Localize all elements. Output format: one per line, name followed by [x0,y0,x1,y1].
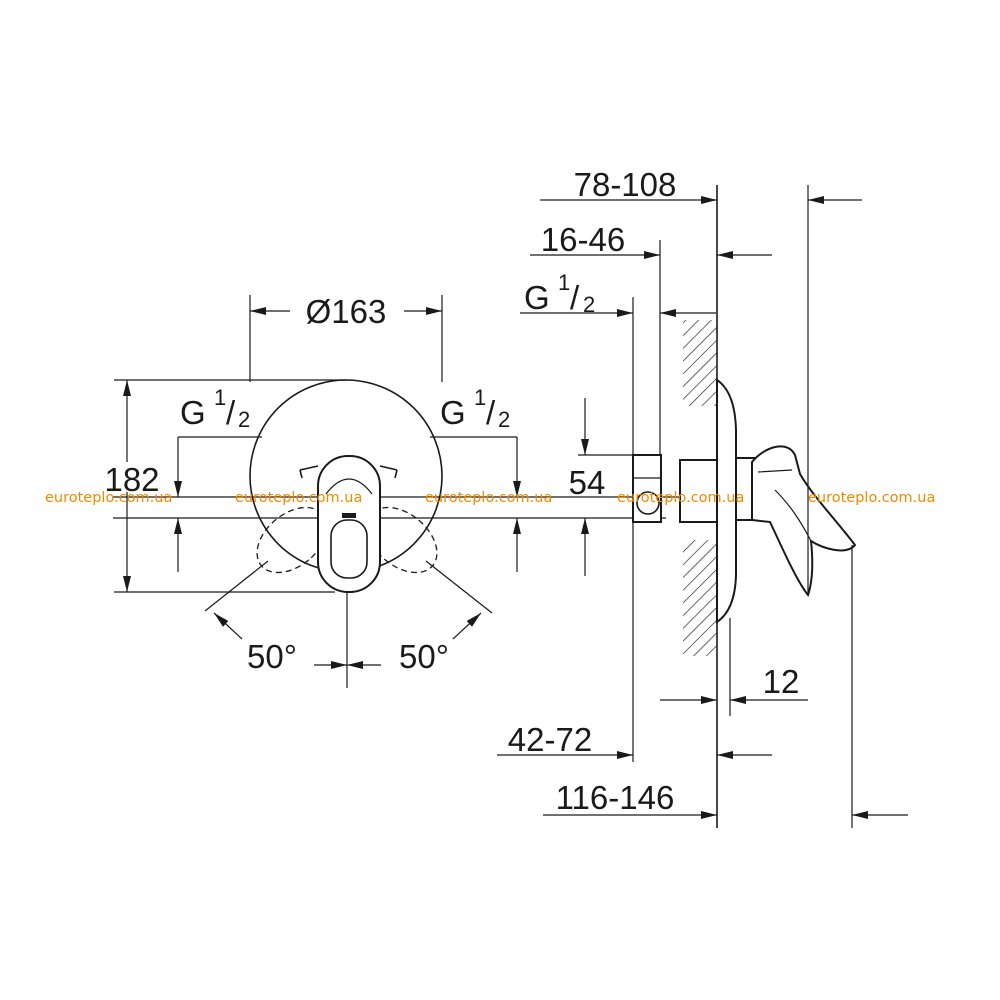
watermark-text: euroteplo.com.ua [45,490,172,506]
thread-denominator: 2 [498,407,510,432]
thread-numerator: 1 [558,270,570,295]
thread-denominator: 2 [238,407,250,432]
dim-116-146-label: 116-146 [556,779,675,816]
dimension-thread-right: G 1 / 2 [430,385,521,572]
thread-numerator: 1 [214,385,226,410]
dimension-height: 182 [104,379,346,593]
thread-letter: G [440,394,466,431]
dimension-diameter: Ø163 [249,293,443,382]
dim-12-label: 12 [763,663,800,700]
dimension-78-108: 78-108 [540,166,862,204]
watermark-row: euroteplo.com.ua euroteplo.com.ua eurote… [45,490,935,506]
dim-42-72-label: 42-72 [508,721,592,758]
thread-letter: G [524,279,550,316]
dimension-54: 54 [566,398,610,576]
valve-body [679,459,718,523]
dimension-12: 12 [660,663,808,704]
height-label: 182 [104,461,159,498]
wall-hatch-bottom [683,540,717,656]
side-view: 78-108 16-46 G 1 / 2 54 12 [497,166,908,828]
escutcheon-profile [716,378,737,624]
thread-denominator: 2 [583,292,595,317]
dim-54-label: 54 [569,464,606,501]
dimension-16-46: 16-46 [530,221,772,259]
dim-16-46-label: 16-46 [541,221,625,258]
watermark-text: euroteplo.com.ua [808,490,935,506]
watermark-text: euroteplo.com.ua [617,490,744,506]
angle-left-label: 50° [247,638,297,675]
front-view: Ø163 182 G 1 / 2 G 1 / [104,293,742,688]
watermark-text: euroteplo.com.ua [235,490,362,506]
diameter-label: Ø163 [306,293,387,330]
thread-letter: G [180,394,206,431]
dimension-rotation-angle: 50° 50° [204,560,493,688]
dimension-thread-left: G 1 / 2 [174,385,262,572]
thread-numerator: 1 [474,385,486,410]
lever-handle [751,445,857,598]
dim-78-108-label: 78-108 [574,166,677,203]
wall-hatch-top [683,320,717,406]
dimension-thread-side: G 1 / 2 [520,270,716,317]
thread-slash: / [570,279,580,316]
inlet-fitting [632,454,662,523]
mixer-handle [299,455,398,593]
watermark-text: euroteplo.com.ua [425,490,552,506]
thread-slash: / [486,394,496,431]
dimension-116-146: 116-146 [543,779,908,819]
thread-slash: / [226,394,236,431]
angle-right-label: 50° [399,638,449,675]
dimension-42-72: 42-72 [497,721,772,759]
